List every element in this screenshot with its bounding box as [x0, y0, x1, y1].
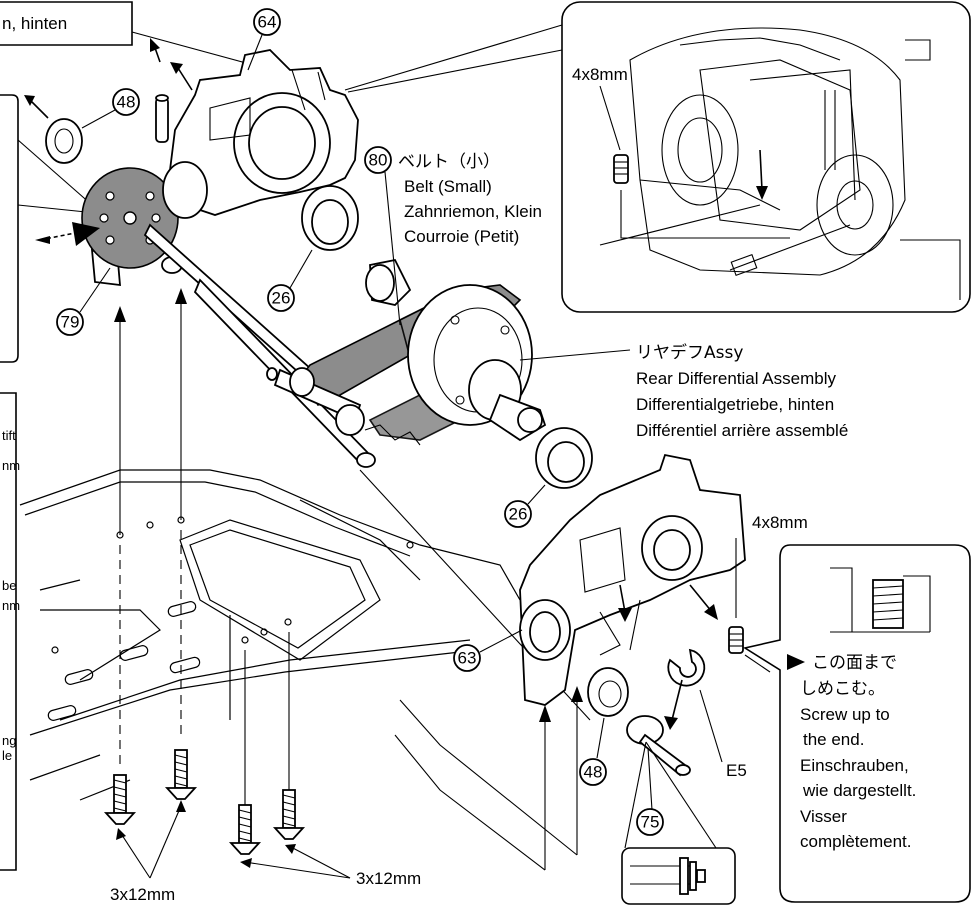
inset-screw-label: 4x8mm [572, 65, 628, 84]
top-left-label-box: n, hinten [0, 1, 273, 71]
inset-set-screw [613, 154, 790, 239]
note-en-line2: the end. [803, 730, 864, 749]
rear-differential [266, 258, 631, 446]
bearing-26-mid: 26 [504, 427, 593, 528]
screw-3x12 [164, 749, 198, 800]
bearing-48-bottom: 48 [579, 667, 629, 786]
note-pointer-icon [787, 654, 805, 670]
bearing-26-top: 26 [267, 185, 359, 312]
screw-right-label: 3x12mm [356, 869, 421, 888]
part-number-48-bottom: 48 [584, 763, 603, 782]
bearing-48-top: 48 [24, 88, 140, 164]
note-de-line2: wie dargestellt. [802, 781, 916, 800]
inset-detail-top-right: 4x8mm [344, 1, 971, 313]
set-screw-mid: 4x8mm [728, 513, 808, 673]
screw-note-panel: この面まで しめこむ。 Screw up to the end. Einschr… [742, 544, 971, 903]
e-ring-label: E5 [726, 761, 747, 780]
part-number-26-mid: 26 [509, 505, 528, 524]
gearbox-half-63: 63 [394, 453, 746, 871]
mid-screw-label: 4x8mm [752, 513, 808, 532]
left-panel-fragment: ng [2, 733, 16, 748]
screw-group-right: 3x12mm [228, 789, 421, 888]
left-panel-fragment: nm [2, 598, 20, 613]
note-jp-line1: この面まで [812, 653, 897, 673]
left-panel-fragment: le [2, 748, 12, 763]
belt-label-group: 80 ベルト（小） Belt (Small) Zahnriemon, Klein… [364, 146, 542, 326]
chassis-plate [19, 469, 521, 801]
left-panel-fragment: be [2, 578, 16, 593]
belt-label-jp: ベルト（小） [398, 152, 500, 172]
note-jp-line2: しめこむ。 [800, 679, 885, 699]
note-de-line1: Einschrauben, [800, 756, 909, 775]
alignment-lines [114, 288, 290, 805]
screw-left-label: 3x12mm [110, 885, 175, 904]
gearbox-half-64: 64 [150, 8, 359, 216]
screw-3x12 [228, 804, 262, 855]
part-number-64: 64 [258, 13, 277, 32]
belt-label-fr: Courroie (Petit) [404, 227, 519, 246]
part-number-48-top: 48 [117, 93, 136, 112]
inset-gearbox [599, 27, 961, 300]
part-number-80: 80 [369, 151, 388, 170]
belt-label-de: Zahnriemon, Klein [404, 202, 542, 221]
screw-group-left: 3x12mm [103, 749, 198, 904]
part-number-63: 63 [458, 649, 477, 668]
screw-3x12 [103, 774, 137, 825]
e-ring-e5: E5 [664, 648, 747, 780]
shaft-detail-inset [630, 857, 706, 895]
rear-diff-label-de: Differentialgetriebe, hinten [636, 395, 834, 414]
part-number-26-top: 26 [272, 289, 291, 308]
rear-diff-label-en: Rear Differential Assembly [636, 369, 836, 388]
rear-diff-label-group: リヤデフAssy Rear Differential Assembly Diff… [636, 342, 848, 440]
screw-3x12 [272, 789, 306, 840]
part-number-75: 75 [641, 813, 660, 832]
left-panel-fragment: nm [2, 458, 20, 473]
top-left-label-text: n, hinten [2, 14, 67, 33]
left-panel-fragment: tift [2, 428, 16, 443]
rear-diff-label-jp: リヤデフAssy [636, 342, 743, 363]
note-fr-line1: Visser [800, 807, 847, 826]
left-parts-panel: tift nm be nm ng le [0, 392, 20, 871]
rear-diff-label-fr: Différentiel arrière assemblé [636, 421, 848, 440]
note-fr-line2: complètement. [800, 832, 912, 851]
part-number-79: 79 [61, 313, 80, 332]
shaft-75: 75 [621, 715, 736, 905]
belt-label-en: Belt (Small) [404, 177, 492, 196]
screw-flush-detail [830, 567, 931, 633]
note-en-line1: Screw up to [800, 705, 890, 724]
left-callout-panel [0, 94, 93, 363]
